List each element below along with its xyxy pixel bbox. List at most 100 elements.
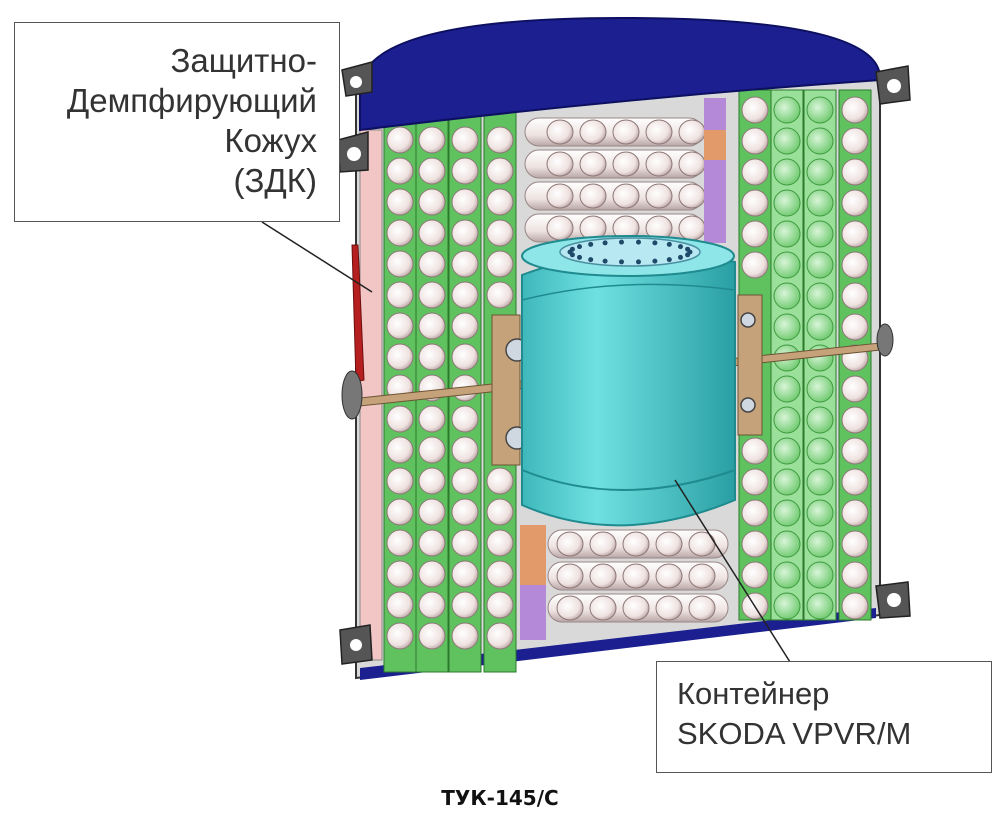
- tube-cell: [451, 312, 479, 340]
- tube-cell: [841, 530, 869, 558]
- pipe-end: [678, 215, 706, 241]
- tube-cell: [386, 622, 414, 650]
- tube-cell: [741, 127, 769, 155]
- tube-cell: [451, 250, 479, 278]
- tube-cell: [451, 591, 479, 619]
- pipe-end: [579, 151, 607, 177]
- tube-cell: [841, 220, 869, 248]
- tube-cell: [486, 281, 514, 309]
- orange-strip-top: [704, 130, 726, 160]
- pipe-end: [678, 151, 706, 177]
- tube-cell: [418, 436, 446, 464]
- pipe-end: [579, 119, 607, 145]
- tube-cell: [806, 561, 834, 589]
- pipe-end: [556, 595, 584, 621]
- lid-bolt: [685, 246, 691, 252]
- tube-cell: [386, 188, 414, 216]
- tube-cell: [773, 375, 801, 403]
- lid-bolt: [602, 240, 608, 246]
- tube-cell: [806, 375, 834, 403]
- lid-bolt: [619, 239, 624, 245]
- tube-cell: [841, 96, 869, 124]
- tube-cell: [773, 437, 801, 465]
- pipe-end: [688, 595, 716, 621]
- callout-shield-line-1: Защитно-: [170, 42, 317, 79]
- tube-cell: [773, 96, 801, 124]
- tube-cell: [773, 530, 801, 558]
- tube-cell: [386, 157, 414, 185]
- pipe-end: [622, 531, 650, 557]
- tube-cell: [418, 467, 446, 495]
- tube-cell: [451, 467, 479, 495]
- tube-cell: [773, 282, 801, 310]
- lid-bolt: [666, 241, 672, 247]
- tube-cell: [418, 343, 446, 371]
- tube-cell: [418, 188, 446, 216]
- tube-cell: [451, 219, 479, 247]
- leader-line-container: [674, 479, 791, 663]
- tube-cell: [841, 189, 869, 217]
- tube-cell: [841, 375, 869, 403]
- tube-cell: [418, 250, 446, 278]
- pipe-end: [622, 563, 650, 589]
- pipe-end: [546, 151, 574, 177]
- pipe-end: [655, 595, 683, 621]
- tube-cell: [773, 127, 801, 155]
- cask-lid: [359, 16, 881, 132]
- pipe-end: [589, 531, 617, 557]
- tube-cell: [451, 529, 479, 557]
- tube-cell: [741, 251, 769, 279]
- lid-bolt: [666, 257, 672, 263]
- pipe-end: [589, 563, 617, 589]
- tube-cell: [806, 158, 834, 186]
- pipe-end: [579, 183, 607, 209]
- pipe-end: [612, 151, 640, 177]
- tube-cell: [486, 591, 514, 619]
- orange-strip-bottom: [520, 525, 546, 585]
- callout-container: Контейнер SKODA VPVR/M: [656, 661, 992, 773]
- tube-cell: [451, 405, 479, 433]
- tube-cell: [418, 312, 446, 340]
- mounting-bracket-icon: [337, 61, 911, 665]
- lid-bolt: [652, 240, 658, 246]
- tube-cell: [806, 220, 834, 248]
- tube-cell: [386, 281, 414, 309]
- tube-cell: [773, 592, 801, 620]
- tube-cell: [841, 158, 869, 186]
- pipe-end: [546, 119, 574, 145]
- tube-cell: [486, 250, 514, 278]
- callout-shield-casing: Защитно- Демпфирующий Кожух (ЗДК): [14, 22, 340, 222]
- callout-shield-line-3: Кожух: [224, 122, 317, 159]
- tube-cell: [841, 437, 869, 465]
- tube-cell: [418, 622, 446, 650]
- purple-strip-top: [704, 98, 726, 243]
- tube-cell: [486, 157, 514, 185]
- tube-cell: [386, 343, 414, 371]
- tube-cell: [741, 499, 769, 527]
- pipe-end: [589, 595, 617, 621]
- tube-cell: [386, 467, 414, 495]
- tube-cell: [386, 498, 414, 526]
- tube-cell: [841, 251, 869, 279]
- tube-cell: [451, 188, 479, 216]
- tube-cell: [451, 343, 479, 371]
- tube-cell: [841, 282, 869, 310]
- tube-cell: [773, 499, 801, 527]
- tube-cell: [386, 126, 414, 154]
- lid-bolt: [636, 259, 641, 265]
- lid-bolt: [678, 244, 683, 250]
- pipe-end: [655, 531, 683, 557]
- tube-cell: [806, 592, 834, 620]
- tube-cell: [486, 219, 514, 247]
- tube-cell: [806, 406, 834, 434]
- pipe-end: [556, 531, 584, 557]
- tube-cell: [418, 157, 446, 185]
- pipe-end: [688, 531, 716, 557]
- lid-bolt: [619, 259, 624, 265]
- tube-cell: [418, 529, 446, 557]
- tube-cell: [418, 126, 446, 154]
- container-top-plate: [559, 237, 701, 267]
- tube-cell: [418, 281, 446, 309]
- lid-bolt: [685, 252, 691, 258]
- tube-cell: [486, 126, 514, 154]
